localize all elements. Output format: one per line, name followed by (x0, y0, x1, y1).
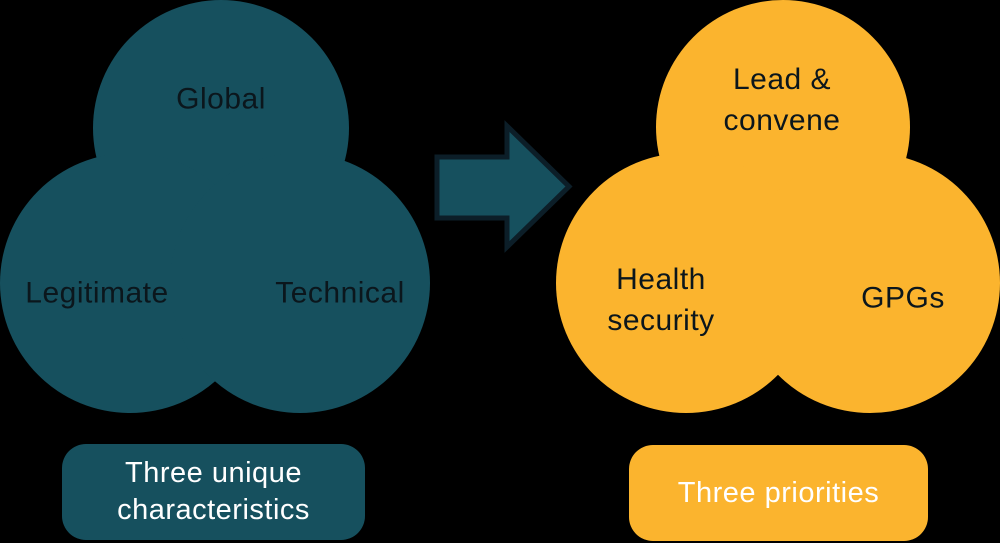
technical-label: Technical (275, 276, 405, 310)
right-cluster-bottom-right-circle (740, 153, 1000, 413)
legitimate-label: Legitimate (25, 276, 169, 310)
right-caption-text: Three priorities (677, 476, 880, 509)
left-cluster-bottom-right-circle (170, 153, 430, 413)
left-caption-box: Three unique characteristics (62, 444, 365, 540)
global-label: Global (176, 82, 266, 116)
health-security-label: Health security (607, 263, 715, 337)
left-caption-text: Three unique characteristics (117, 457, 310, 526)
lead-convene-label: Lead & convene (723, 63, 841, 137)
right-caption-box: Three priorities (629, 445, 928, 541)
gpgs-label: GPGs (861, 281, 945, 315)
